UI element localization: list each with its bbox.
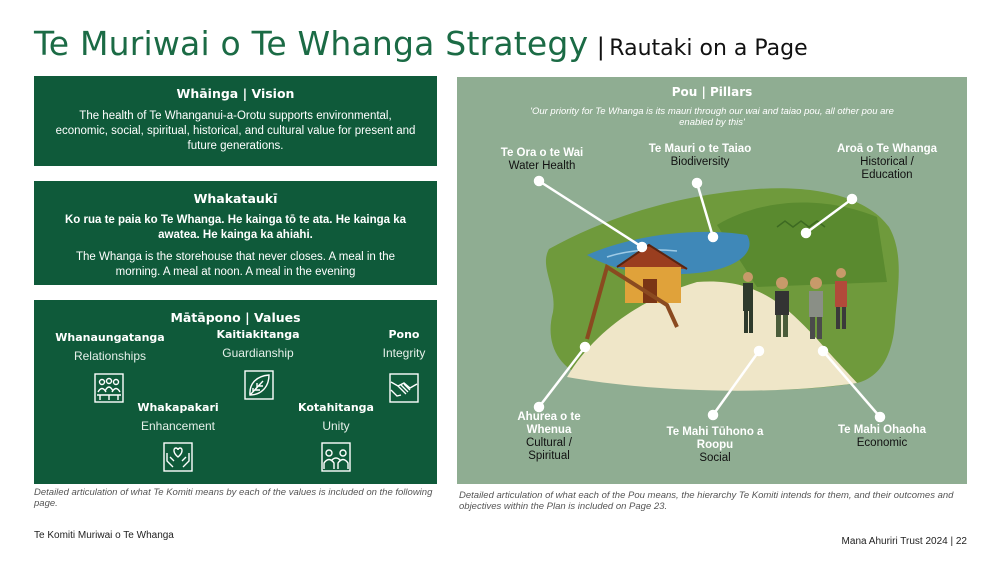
vision-panel: Whāinga | Vision The health of Te Whanga… — [34, 76, 437, 166]
pillars-heading: Pou | Pillars — [671, 85, 753, 99]
pillar-biodiversity: Te Mauri o te Taiao Biodiversity — [635, 143, 765, 169]
vision-heading: Whāinga | Vision — [176, 86, 295, 101]
value-english: Unity — [322, 419, 350, 433]
pillar-title: Te Mahi Ohaoha — [838, 424, 926, 436]
value-whanaungatanga: Whanaungatanga Relationships — [54, 331, 166, 363]
pillar-historical-education: Aroā o Te Whanga Historical / Education — [825, 143, 949, 182]
value-kaitiakitanga: Kaitiakitanga Guardianship — [206, 328, 310, 360]
handshake-icon — [389, 373, 419, 403]
leaf-icon — [244, 370, 274, 400]
value-title: Whakapakari — [137, 401, 219, 414]
pillar-title: Aroā o Te Whanga — [836, 143, 938, 155]
value-english: Guardianship — [222, 346, 294, 360]
pillar-title: Te Mahi Tūhono a Roopu — [666, 426, 764, 451]
landscape-illustration — [533, 175, 899, 423]
whakatauki-maori: Ko rua te paia ko Te Whanga. He kainga t… — [64, 214, 407, 241]
title-subtitle: Rautaki on a Page — [609, 36, 808, 61]
vision-text: The health of Te Whanganui-a-Orotu suppo… — [55, 110, 416, 152]
pillar-title: Te Ora o te Wai — [500, 147, 584, 159]
value-title: Whanaungatanga — [55, 331, 165, 344]
pillar-social: Te Mahi Tūhono a Roopu Social — [655, 426, 775, 465]
pillar-economic: Te Mahi Ohaoha Economic — [822, 424, 942, 450]
pillars-quote: 'Our priority for Te Whanga is its mauri… — [530, 106, 894, 128]
value-title: Kaitiakitanga — [216, 328, 300, 341]
title-main: Te Muriwai o Te Whanga Strategy — [34, 24, 589, 63]
whakatauki-panel: Whakataukī Ko rua te paia ko Te Whanga. … — [34, 181, 437, 285]
values-panel: Mātāpono | Values Whanaungatanga Relatio… — [34, 300, 437, 484]
pillars-panel: Pou | Pillars 'Our priority for Te Whang… — [457, 77, 967, 484]
title-separator: | — [596, 33, 605, 61]
pillar-english: Cultural / Spiritual — [525, 437, 573, 462]
value-english: Relationships — [73, 349, 147, 363]
whakatauki-english: The Whanga is the storehouse that never … — [76, 251, 395, 278]
value-title: Kotahitanga — [298, 401, 374, 414]
values-heading: Mātāpono | Values — [170, 310, 301, 325]
pillar-title: Ahurea o te Whenua — [517, 411, 581, 436]
pillar-english: Economic — [856, 437, 908, 449]
pillar-water-health: Te Ora o te Wai Water Health — [487, 147, 597, 173]
pillar-english: Historical / Education — [860, 156, 914, 181]
values-caption: Detailed articulation of what Te Komiti … — [34, 487, 433, 509]
whakatauki-heading: Whakataukī — [193, 191, 278, 206]
value-title: Pono — [388, 328, 420, 341]
hands-heart-icon — [163, 442, 193, 472]
value-pono: Pono Integrity — [374, 328, 434, 360]
pillar-english: Water Health — [508, 160, 576, 172]
page-title: Te Muriwai o Te Whanga Strategy | Rautak… — [34, 24, 808, 63]
footer-committee: Te Komiti Muriwai o Te Whanga — [34, 530, 174, 541]
value-kotahitanga: Kotahitanga Unity — [288, 401, 384, 433]
value-whakapakari: Whakapakari Enhancement — [130, 401, 226, 433]
pillars-caption: Detailed articulation of what each of th… — [459, 490, 954, 512]
value-english: Enhancement — [140, 419, 216, 433]
value-english: Integrity — [382, 346, 426, 360]
pillar-cultural-spiritual: Ahurea o te Whenua Cultural / Spiritual — [501, 411, 597, 463]
footer-page-number: Mana Ahuriri Trust 2024 | 22 — [841, 536, 967, 547]
pillar-title: Te Mauri o te Taiao — [648, 143, 752, 155]
people-group-icon — [94, 373, 124, 403]
people-unity-icon — [321, 442, 351, 472]
pillar-english: Social — [699, 452, 731, 464]
pillar-english: Biodiversity — [670, 156, 730, 168]
